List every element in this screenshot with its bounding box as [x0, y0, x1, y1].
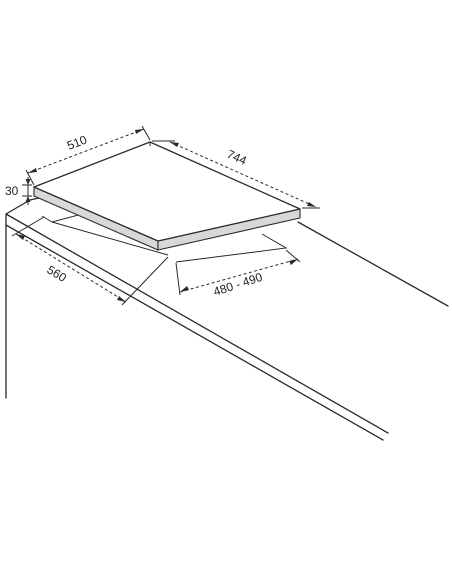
dim-line-744	[169, 141, 317, 208]
worktop-back-left-edge	[5, 199, 31, 399]
ext-line-510-right	[141, 125, 151, 141]
dim-line-510	[27, 128, 145, 174]
arrow-30-top	[25, 179, 31, 185]
dimension-510: 510	[25, 125, 151, 186]
hob	[33, 141, 301, 251]
dimension-30: 30	[5, 177, 32, 205]
ext-line-510-left	[25, 169, 35, 186]
dim-label-30: 30	[5, 184, 19, 198]
arrow-480-right	[289, 259, 298, 265]
dim-label-560: 560	[44, 263, 69, 285]
worktop-far-edge	[297, 221, 449, 307]
worktop-front-top-edge	[5, 213, 389, 434]
arrow-560-right	[117, 296, 126, 302]
ext-line-560-right	[121, 256, 169, 306]
arrow-510-left	[28, 168, 37, 173]
cutout-near-edge	[51, 221, 169, 256]
worktop-front-bottom-edge	[5, 224, 384, 441]
dim-label-510: 510	[65, 132, 89, 152]
dimension-480-490: 480 - 490	[175, 249, 301, 299]
dim-line-480-490	[179, 258, 299, 293]
arrow-560-left	[16, 234, 25, 240]
cutout	[41, 212, 288, 263]
dim-line-560	[15, 233, 127, 303]
ext-line-560-left	[11, 216, 45, 237]
hob-top-surface	[33, 141, 301, 242]
arrow-744-right	[307, 202, 316, 207]
arrow-510-right	[135, 129, 144, 134]
ext-line-480-right	[285, 249, 301, 263]
dim-label-480-490: 480 - 490	[212, 270, 265, 299]
arrow-480-left	[180, 286, 189, 292]
worktop	[5, 195, 449, 441]
arrow-744-left	[170, 142, 179, 147]
dim-label-744: 744	[225, 147, 249, 168]
cutout-right-edge	[175, 233, 288, 263]
arrow-30-bottom	[25, 196, 31, 202]
ext-line-480-left	[175, 262, 181, 296]
